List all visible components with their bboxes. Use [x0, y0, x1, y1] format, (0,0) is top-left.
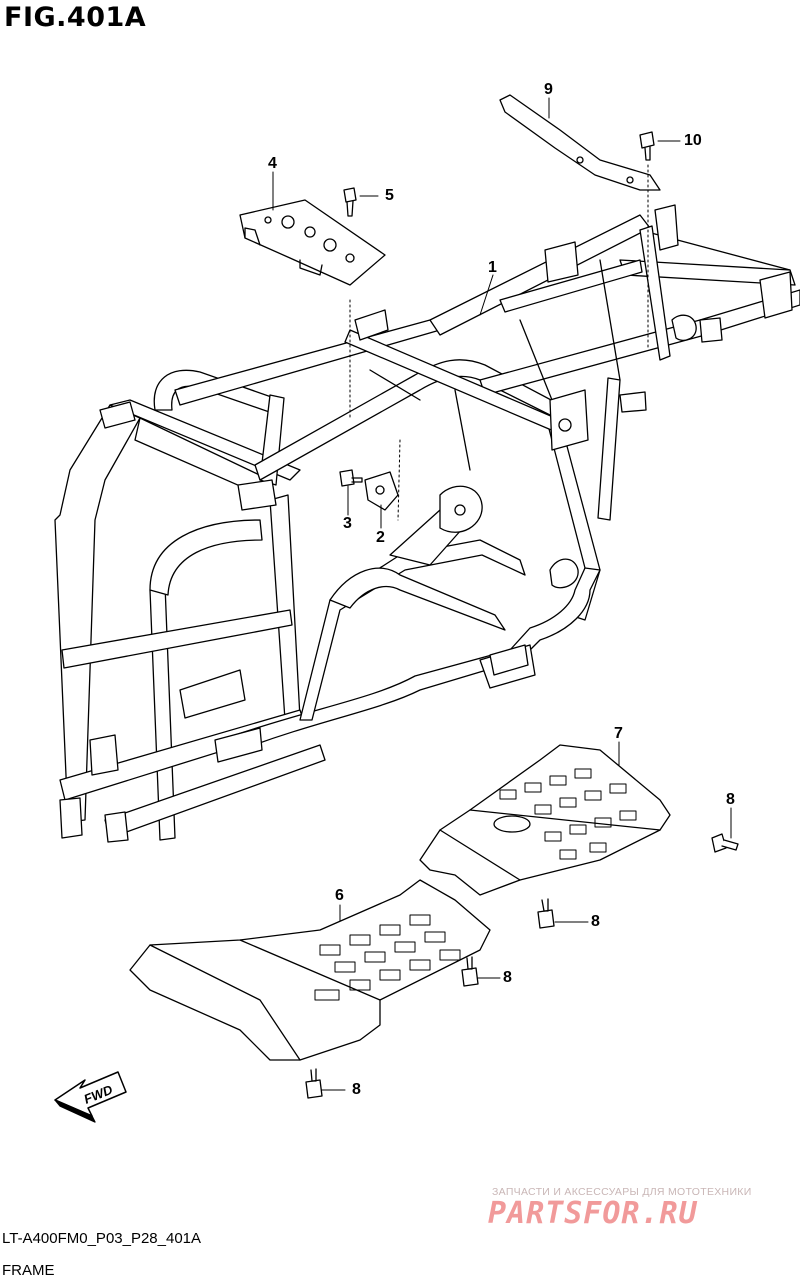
callout-4: 4 [268, 155, 277, 172]
bolt-8-c [461, 956, 479, 987]
bolt-5 [343, 187, 357, 217]
frame-assembly [54, 204, 800, 843]
watermark-brand: PARTSFOR.RU [488, 1196, 698, 1231]
figure-title: FIG.401A [4, 2, 147, 33]
front-skid-plate [129, 879, 491, 1061]
forward-direction-arrow: FWD [54, 1071, 127, 1123]
bolt-8-b [537, 898, 555, 929]
figure-code: LT-A400FM0_P03_P28_401A [2, 1230, 202, 1247]
callout-10: 10 [684, 132, 702, 149]
bolt-8-a [711, 833, 739, 853]
callout-1: 1 [488, 259, 497, 276]
figure-caption: FRAME [2, 1262, 55, 1275]
leader-lines [349, 164, 649, 521]
callout-8-b: 8 [591, 913, 600, 930]
callout-3: 3 [343, 515, 352, 532]
callout-2: 2 [376, 529, 385, 546]
bolt-3 [339, 469, 363, 487]
bolt-8-d [305, 1068, 323, 1099]
callout-8-d: 8 [352, 1081, 361, 1098]
small-bracket-2 [364, 471, 399, 511]
callout-7: 7 [614, 725, 623, 742]
bolt-10 [639, 131, 655, 161]
callout-6: 6 [335, 887, 344, 904]
upper-bracket-plate [239, 199, 386, 286]
callout-8-a: 8 [726, 791, 735, 808]
rear-skid-plate [419, 744, 671, 896]
callout-5: 5 [385, 187, 394, 204]
callout-8-c: 8 [503, 969, 512, 986]
rear-bracket-strap [499, 94, 661, 191]
callout-9: 9 [544, 81, 553, 98]
watermark-tagline: ЗАПЧАСТИ И АКСЕССУАРЫ ДЛЯ МОТОТЕХНИКИ [492, 1186, 752, 1198]
